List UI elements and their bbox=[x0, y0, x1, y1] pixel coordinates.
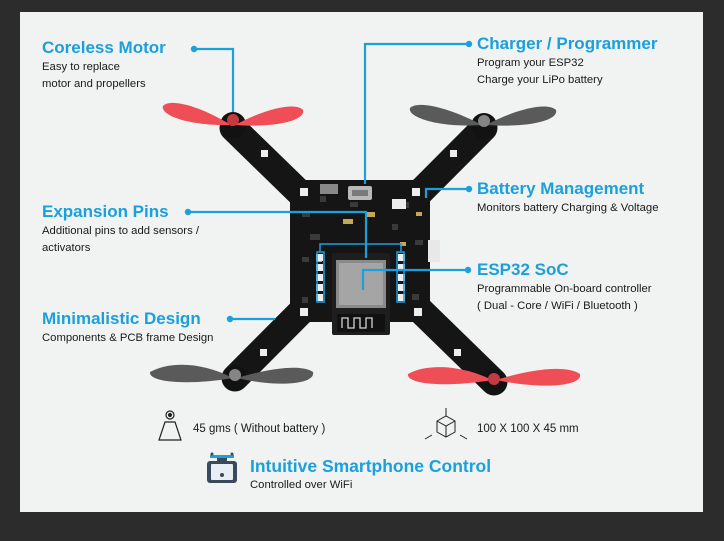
desc-line: ( Dual - Core / WiFi / Bluetooth ) bbox=[477, 300, 638, 312]
callout-desc-charger: Program your ESP32 Charge your LiPo batt… bbox=[477, 55, 603, 89]
callout-desc-esp32: Programmable On-board controller ( Dual … bbox=[477, 281, 652, 315]
power-switch bbox=[320, 184, 338, 194]
drone-illustration bbox=[149, 40, 581, 483]
callout-line-charger bbox=[363, 42, 469, 184]
motor-front-left bbox=[162, 102, 304, 138]
smartphone-drone-icon bbox=[207, 452, 237, 483]
callout-desc-expansion: Additional pins to add sensors / activat… bbox=[42, 223, 199, 257]
dimensions-icon bbox=[424, 408, 468, 440]
callout-desc-design: Components & PCB frame Design bbox=[42, 330, 213, 347]
battery-connector bbox=[428, 240, 440, 262]
callout-title-expansion: Expansion Pins bbox=[42, 202, 169, 221]
motor-rear-left bbox=[149, 364, 314, 391]
weight-icon bbox=[158, 410, 182, 441]
smartphone-control-subtitle: Controlled over WiFi bbox=[250, 479, 353, 491]
callout-line-esp32 bbox=[361, 268, 468, 290]
desc-line: Charge your LiPo battery bbox=[477, 74, 603, 86]
callout-line-battery bbox=[424, 187, 469, 198]
callout-desc-battery: Monitors battery Charging & Voltage bbox=[477, 200, 658, 217]
infographic-panel: Coreless Motor Easy to replace motor and… bbox=[20, 12, 703, 512]
desc-line: Program your ESP32 bbox=[477, 57, 584, 69]
drone-frame bbox=[219, 114, 508, 396]
desc-line: Monitors battery Charging & Voltage bbox=[477, 202, 659, 214]
desc-line: Additional pins to add sensors / bbox=[42, 225, 199, 237]
callout-lines bbox=[188, 42, 469, 321]
callout-title-coreless-motor: Coreless Motor bbox=[42, 38, 166, 57]
desc-line: Components & PCB frame Design bbox=[42, 332, 214, 344]
motor-rear-right bbox=[407, 367, 581, 395]
callout-dots bbox=[184, 40, 473, 323]
callout-title-design: Minimalistic Design bbox=[42, 309, 201, 328]
callout-title-battery: Battery Management bbox=[477, 179, 645, 198]
callout-title-charger: Charger / Programmer bbox=[477, 34, 658, 53]
callout-title-esp32: ESP32 SoC bbox=[477, 260, 569, 279]
dimensions-spec: 100 X 100 X 45 mm bbox=[477, 423, 579, 435]
pcb-body bbox=[290, 180, 430, 322]
motor-front-right bbox=[409, 104, 557, 139]
smartphone-control-title: Intuitive Smartphone Control bbox=[250, 456, 492, 476]
weight-spec: 45 gms ( Without battery ) bbox=[193, 423, 326, 435]
arm-pads bbox=[260, 150, 461, 356]
desc-line: Easy to replace bbox=[42, 61, 120, 73]
desc-line: activators bbox=[42, 242, 91, 254]
expansion-pins bbox=[316, 254, 405, 301]
desc-line: motor and propellers bbox=[42, 78, 146, 90]
callout-line-expansion bbox=[188, 210, 368, 258]
callout-line-motor bbox=[194, 47, 235, 112]
callout-desc-coreless-motor: Easy to replace motor and propellers bbox=[42, 59, 146, 93]
desc-line: Programmable On-board controller bbox=[477, 283, 652, 295]
